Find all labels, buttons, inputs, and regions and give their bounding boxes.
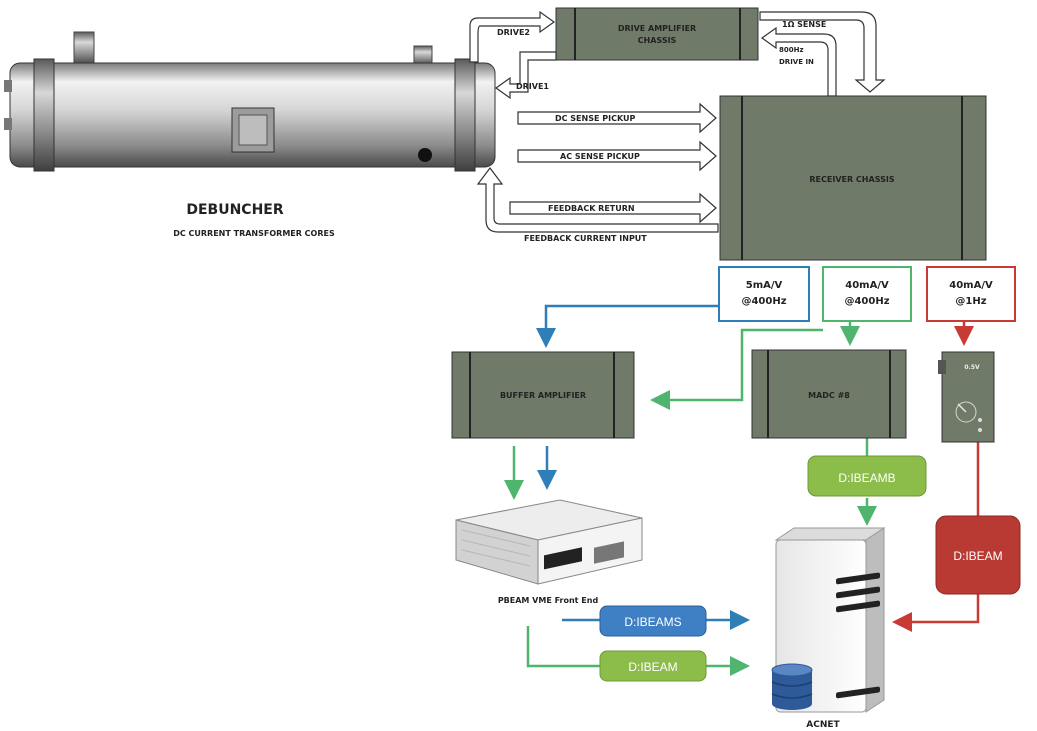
pill-dibeam-green-text: D:IBEAM xyxy=(628,660,677,674)
meter-device xyxy=(938,351,995,443)
drive1-arrow xyxy=(494,51,557,100)
pill-dibeamb: D:IBEAMB xyxy=(807,455,927,497)
output-40mA400-line1: 40mA/V xyxy=(845,280,889,291)
output-5mA-line1: 5mA/V xyxy=(746,280,783,291)
signal-arrows xyxy=(469,10,886,233)
output-40mA1-line2: @1Hz xyxy=(955,296,986,307)
output-box-5mA xyxy=(718,266,810,322)
drive-amp-label-1: DRIVE AMPLIFIER xyxy=(618,24,696,33)
buffer-amplifier-chassis xyxy=(451,351,635,439)
pill-dibeams-text: D:IBEAMS xyxy=(624,615,681,629)
pill-dibeam-red-text: D:IBEAM xyxy=(953,549,1002,563)
dc-sense-arrow xyxy=(517,102,717,134)
madc-chassis xyxy=(751,349,907,439)
connector-lines xyxy=(504,304,980,676)
drive2-arrow xyxy=(469,10,556,63)
drive2-label: DRIVE2 xyxy=(497,28,530,37)
drive-amplifier-chassis xyxy=(555,7,759,61)
pill-dibeam-red: D:IBEAM xyxy=(935,515,1021,595)
drive-in-label-2: DRIVE IN xyxy=(779,58,814,66)
debuncher-subtitle: DC CURRENT TRANSFORMER CORES xyxy=(173,229,335,238)
pill-dibeamb-text: D:IBEAMB xyxy=(838,471,895,485)
receiver-label: RECEIVER CHASSIS xyxy=(809,175,894,184)
output-40mA1-line1: 40mA/V xyxy=(949,280,993,291)
drive-amp-label-2: CHASSIS xyxy=(638,36,677,45)
sense-arrow xyxy=(759,11,886,93)
sense-label: 1Ω SENSE xyxy=(782,20,826,29)
drive1-label: DRIVE1 xyxy=(516,82,549,91)
output-box-40mA-400 xyxy=(822,266,912,322)
feedback-input-arrow xyxy=(476,167,719,233)
database-icon xyxy=(771,663,813,710)
output-40mA400-line2: @400Hz xyxy=(844,296,889,307)
dc-sense-label: DC SENSE PICKUP xyxy=(555,114,635,123)
output-box-40mA-1 xyxy=(926,266,1016,322)
acnet-label: ACNET xyxy=(806,720,840,730)
pill-dibeams: D:IBEAMS xyxy=(599,605,707,637)
buffer-amp-label: BUFFER AMPLIFIER xyxy=(500,391,586,400)
feedback-input-label: FEEDBACK CURRENT INPUT xyxy=(524,234,647,243)
pbeam-label: PBEAM VME Front End xyxy=(498,596,599,605)
madc-label: MADC #8 xyxy=(808,391,850,400)
drive-in-arrow xyxy=(760,26,837,97)
pbeam-vme-device xyxy=(455,499,643,585)
drive-in-label-1: 800Hz xyxy=(779,46,804,54)
feedback-return-arrow xyxy=(509,192,717,224)
meter-label: 0.5V xyxy=(964,364,980,371)
output-5mA-line2: @400Hz xyxy=(741,296,786,307)
ac-sense-arrow xyxy=(517,140,717,172)
receiver-chassis xyxy=(719,95,987,261)
ac-sense-label: AC SENSE PICKUP xyxy=(560,152,640,161)
feedback-return-label: FEEDBACK RETURN xyxy=(548,204,635,213)
debuncher-title: DEBUNCHER xyxy=(186,202,283,218)
debuncher-cylinder xyxy=(4,31,496,172)
pill-dibeam-green: D:IBEAM xyxy=(599,650,707,682)
